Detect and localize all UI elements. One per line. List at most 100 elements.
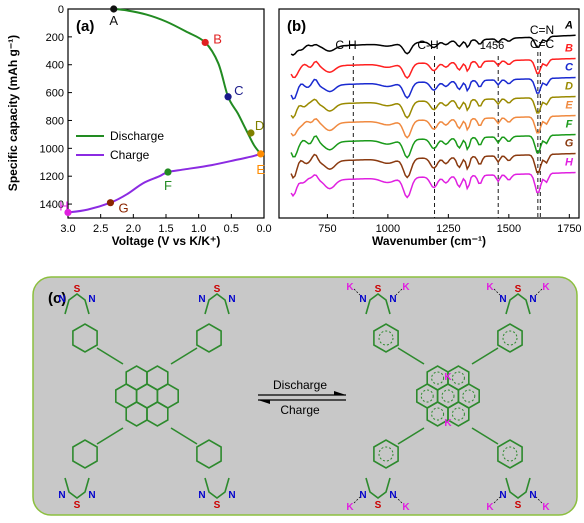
thiadiazole-ring: [64, 293, 90, 315]
delocalized-ring: [451, 371, 465, 385]
sulfur-atom: S: [515, 284, 522, 295]
spectrum-h: [290, 171, 576, 199]
point-label-h: H: [59, 198, 68, 213]
annotation-ch-1: C-H: [335, 38, 356, 52]
x-tick-label-a: 0.5: [224, 223, 239, 235]
spectrum-label-a: A: [564, 19, 573, 31]
annotation-cn: C=N: [530, 23, 554, 37]
delocalized-ring: [502, 446, 518, 462]
y-tick-label-a: 1400: [40, 199, 64, 211]
point-label-b: B: [213, 31, 222, 46]
point-h: [64, 208, 72, 217]
benzo-ring: [373, 439, 399, 469]
spectrum-c: [290, 76, 576, 100]
y-axis-title-a: Specific capacity (mAh g⁻¹): [6, 35, 20, 191]
y-tick-label-a: 1200: [40, 171, 64, 183]
nitrogen-atom: N: [58, 490, 65, 501]
x-axis-title-a: Voltage (V vs K/K⁺): [112, 234, 221, 248]
y-tick-label-a: 400: [46, 60, 64, 72]
point-b: [201, 38, 209, 47]
x-tick-label-a: 2.5: [93, 223, 108, 235]
equilibrium-arrow: [258, 391, 346, 404]
x-tick-label-a: 1.5: [158, 223, 173, 235]
point-g: [106, 199, 115, 207]
sulfur-atom: S: [375, 500, 382, 511]
arrow-label-discharge: Discharge: [273, 378, 327, 392]
sulfur-atom: S: [74, 284, 81, 295]
potassium-ion: K: [346, 282, 354, 293]
coordination-bond: [535, 288, 543, 296]
spectrum-a: [290, 34, 576, 56]
potassium-ion: K: [444, 372, 452, 383]
benzo-ring: [196, 439, 222, 469]
potassium-ion: K: [444, 418, 452, 429]
sulfur-atom: S: [375, 284, 382, 295]
thiadiazole-ring: [204, 293, 230, 315]
potassium-ion: K: [402, 502, 410, 513]
y-tick-label-a: 800: [46, 115, 64, 127]
nitrogen-atom: N: [228, 294, 235, 305]
aryl-bond: [471, 427, 499, 445]
plot-frame-b: [278, 8, 580, 219]
x-tick-label-b: 750: [318, 223, 336, 235]
arrow-label-charge: Charge: [280, 403, 320, 417]
y-tick-label-a: 1000: [40, 143, 64, 155]
thiadiazole-ring: [64, 477, 90, 499]
point-label-c: C: [234, 83, 243, 98]
nitrogen-atom: N: [58, 294, 65, 305]
point-e: [257, 150, 265, 158]
nitrogen-atom: N: [499, 490, 506, 501]
point-label-d: D: [255, 118, 264, 133]
spectrum-label-h: H: [565, 157, 574, 169]
thiadiazole-ring: [365, 293, 391, 315]
panel-label-b: (b): [287, 18, 306, 35]
benzo-ring: [497, 323, 523, 353]
y-tick-label-a: 600: [46, 88, 64, 100]
aryl-bond: [397, 347, 425, 365]
coordination-bond: [535, 496, 543, 504]
point-d: [247, 129, 255, 137]
thiadiazole-ring: [365, 477, 391, 499]
spectrum-label-c: C: [565, 62, 574, 74]
benzo-ring: [497, 439, 523, 469]
sulfur-atom: S: [214, 500, 221, 511]
legend-label-charge: Charge: [110, 148, 150, 162]
spectrum-f: [290, 133, 576, 159]
thiadiazole-ring: [505, 293, 531, 315]
sulfur-atom: S: [214, 284, 221, 295]
nitrogen-atom: N: [359, 294, 366, 305]
spectrum-e: [290, 114, 576, 139]
spectrum-label-f: F: [566, 119, 573, 131]
spectrum-g: [290, 152, 576, 180]
point-label-g: G: [118, 201, 128, 216]
annotation-cc: C=C: [530, 37, 555, 51]
coordination-bond: [493, 288, 501, 296]
coordination-bond: [395, 288, 403, 296]
benzo-ring: [72, 439, 98, 469]
y-tick-label-a: 200: [46, 32, 64, 44]
nitrogen-atom: N: [389, 294, 396, 305]
delocalized-ring: [502, 330, 518, 346]
delocalized-ring: [441, 389, 455, 403]
delocalized-ring: [378, 446, 394, 462]
spectrum-label-d: D: [565, 81, 573, 93]
spectrum-label-e: E: [565, 100, 573, 112]
potassium-ion: K: [486, 282, 494, 293]
nitrogen-atom: N: [529, 294, 536, 305]
y-tick-label-a: 0: [58, 4, 64, 16]
nitrogen-atom: N: [88, 490, 95, 501]
delocalized-ring: [462, 389, 476, 403]
x-tick-label-b: 1250: [436, 223, 460, 235]
core-ring: [436, 383, 460, 409]
aryl-bond: [170, 347, 198, 365]
delocalized-ring: [451, 407, 465, 421]
nitrogen-atom: N: [88, 294, 95, 305]
sulfur-atom: S: [74, 500, 81, 511]
nitrogen-atom: N: [228, 490, 235, 501]
annotation-ch-2: C-H: [417, 38, 438, 52]
point-a: [110, 5, 118, 13]
